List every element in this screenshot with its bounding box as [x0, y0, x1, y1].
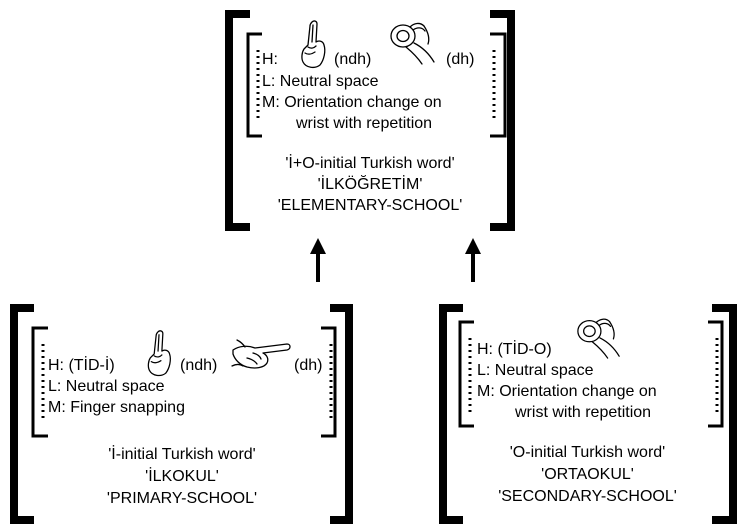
right-h-prefix: H: (TİD-O) — [477, 341, 552, 358]
left-inner-bracket-left — [31, 326, 48, 438]
top-h-dh: (dh) — [446, 51, 475, 68]
right-inner-bracket-left — [458, 320, 474, 428]
pointing-handshape-icon — [229, 336, 293, 372]
index-finger-handshape-icon — [142, 328, 176, 378]
top-caption-1: 'İ+O-initial Turkish word' — [285, 155, 455, 172]
top-outer-bracket-right — [490, 10, 515, 231]
top-inner-bracket-left — [246, 32, 262, 138]
right-m-line2: wrist with repetition — [515, 404, 652, 421]
left-caption-1: 'İ-initial Turkish word' — [108, 446, 256, 463]
left-outer-bracket-left — [10, 304, 34, 524]
up-arrow-head — [310, 238, 326, 254]
top-caption-2: 'İLKÖĞRETİM' — [317, 176, 423, 193]
left-m-line1: M: Finger snapping — [48, 399, 185, 416]
top-outer-bracket-left — [225, 10, 250, 231]
top-inner-bracket-right — [490, 32, 507, 138]
left-caption-2: 'İLKOKUL' — [145, 468, 219, 485]
up-arrow-head — [465, 238, 481, 254]
right-m-line1: M: Orientation change on — [477, 383, 657, 400]
top-l-line: L: Neutral space — [262, 73, 379, 90]
left-l-line: L: Neutral space — [48, 378, 165, 395]
left-h-prefix: H: (TİD-İ) — [48, 357, 115, 374]
right-caption-1: 'O-initial Turkish word' — [509, 444, 666, 461]
right-caption-2: 'ORTAOKUL' — [541, 466, 634, 483]
right-l-line: L: Neutral space — [477, 362, 594, 379]
index-finger-handshape-icon — [296, 18, 330, 70]
top-caption-3: 'ELEMENTARY-SCHOOL' — [277, 197, 463, 214]
left-outer-bracket-right — [330, 304, 353, 524]
top-m-line1: M: Orientation change on — [262, 94, 442, 111]
left-inner-bracket-right — [321, 326, 337, 438]
o-handshape-icon — [386, 16, 440, 66]
right-outer-bracket-left — [439, 304, 463, 524]
right-inner-bracket-right — [708, 320, 724, 428]
right-outer-bracket-right — [712, 304, 737, 524]
left-h-ndh: (ndh) — [180, 357, 218, 374]
left-caption-3: 'PRIMARY-SCHOOL' — [106, 490, 258, 507]
o-handshape-icon — [572, 312, 626, 360]
top-h-prefix: H: — [262, 51, 278, 68]
top-m-line2: wrist with repetition — [296, 115, 433, 132]
top-h-ndh: (ndh) — [334, 51, 372, 68]
right-caption-3: 'SECONDARY-SCHOOL' — [498, 488, 677, 505]
left-h-dh: (dh) — [294, 357, 323, 374]
